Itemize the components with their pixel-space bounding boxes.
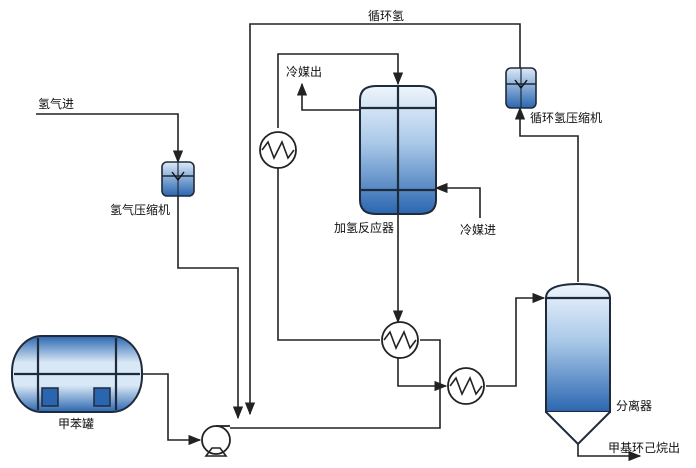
label-recycle-hydrogen: 循环氢 bbox=[368, 8, 404, 23]
pipe-cooler-to-separator bbox=[486, 292, 546, 387]
pipe-network bbox=[36, 23, 642, 462]
label-coolant-out: 冷媒出 bbox=[286, 65, 322, 79]
label-toluene-tank: 甲苯罐 bbox=[58, 417, 94, 431]
label-hydrogen-compressor: 氢气压缩机 bbox=[110, 202, 170, 217]
pipe-exchanger-to-reactor-top bbox=[277, 53, 404, 128]
pipe-product-out bbox=[577, 444, 642, 462]
pipe-toluene-to-pump bbox=[140, 373, 202, 446]
toluene-tank bbox=[11, 335, 143, 413]
label-product-out: 甲基环己烷出 bbox=[608, 441, 680, 455]
pipe-coolant-out bbox=[296, 82, 360, 111]
reactor bbox=[359, 85, 437, 215]
label-hydrogen-in: 氢气进 bbox=[38, 96, 74, 111]
pipe-hydrogen-in bbox=[36, 113, 184, 164]
label-coolant-in: 冷媒进 bbox=[460, 223, 496, 237]
pipe-hydrogen-compressor-out bbox=[177, 196, 244, 420]
pipe-coolant-in bbox=[434, 182, 481, 218]
heat-exchanger-icon bbox=[381, 321, 419, 359]
pump-icon bbox=[201, 425, 231, 457]
pipe-recycle-hydrogen bbox=[244, 23, 521, 416]
label-recycle-compressor: 循环氢压缩机 bbox=[530, 110, 602, 125]
compressor-icon bbox=[505, 67, 537, 109]
pipe-feed-to-reactor bbox=[277, 168, 380, 341]
compressor-icon bbox=[161, 161, 195, 197]
heat-exchanger-icon bbox=[447, 367, 485, 405]
pipe-exchanger-to-cooler bbox=[397, 358, 448, 392]
separator bbox=[545, 282, 611, 446]
label-separator: 分离器 bbox=[616, 398, 652, 413]
label-reactor: 加氢反应器 bbox=[334, 220, 394, 235]
heat-exchanger-icon bbox=[259, 131, 297, 169]
pipe-separator-to-recycle-compressor bbox=[514, 106, 579, 282]
